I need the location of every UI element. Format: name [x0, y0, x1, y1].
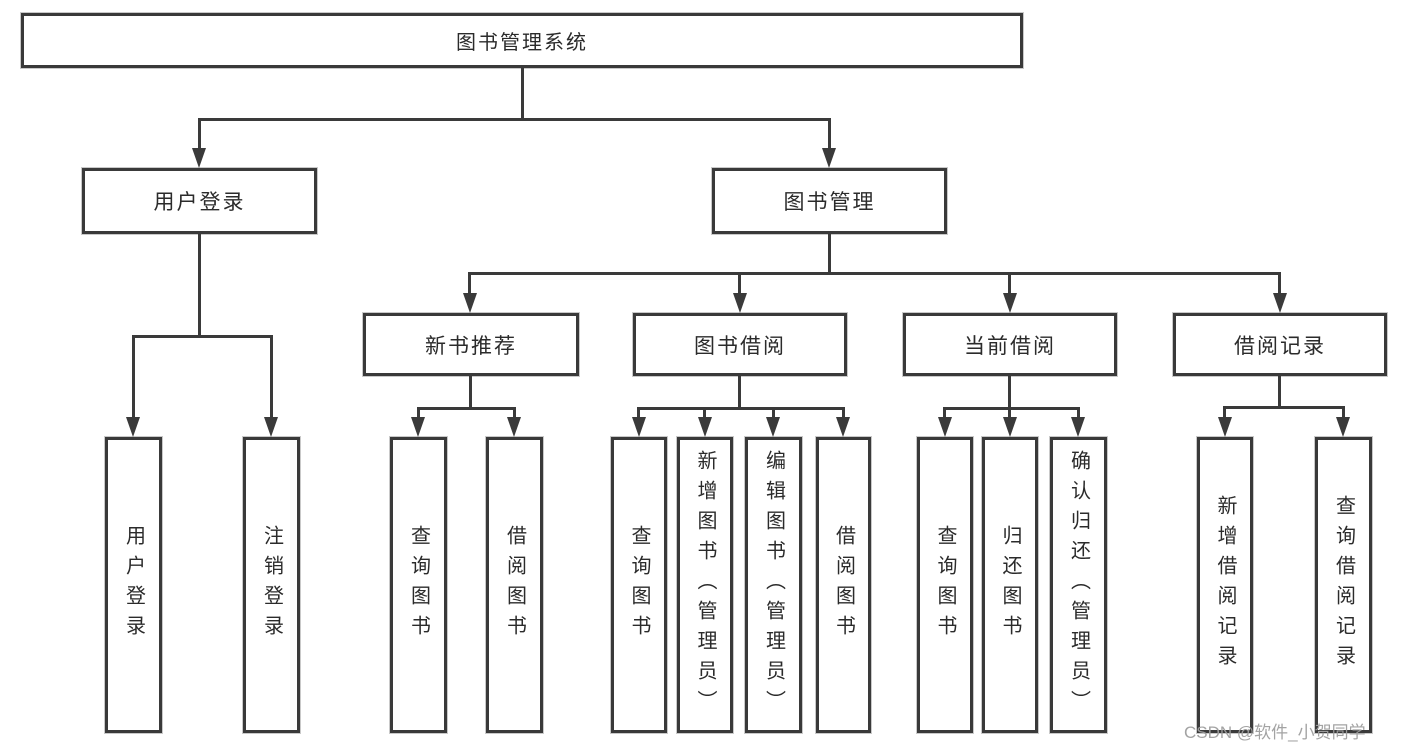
connector-line — [1223, 406, 1345, 409]
connector-line — [1342, 406, 1345, 417]
arrow-down-icon — [192, 148, 206, 168]
connector-line — [1008, 272, 1011, 293]
connector-line — [943, 407, 1079, 410]
node-library-management-system: 图书管理系统 — [21, 13, 1023, 68]
leaf-logout: 注销登录 — [243, 437, 300, 733]
arrow-down-icon — [1003, 417, 1017, 437]
leaf-user-login: 用户登录 — [105, 437, 162, 733]
arrow-down-icon — [411, 417, 425, 437]
connector-line — [828, 118, 831, 148]
node-new-book-recommendation: 新书推荐 — [363, 313, 579, 376]
connector-line — [943, 407, 946, 417]
connector-line — [1077, 407, 1080, 417]
arrow-down-icon — [766, 417, 780, 437]
connector-line — [828, 234, 831, 272]
leaf-borrow-books-2: 借阅图书 — [816, 437, 871, 733]
connector-line — [469, 376, 472, 407]
connector-line — [637, 407, 844, 410]
node-book-management: 图书管理 — [712, 168, 947, 234]
connector-line — [1278, 376, 1281, 406]
leaf-confirm-return-admin: 确认归还（管理员） — [1050, 437, 1107, 733]
leaf-add-book-admin: 新增图书（管理员） — [677, 437, 733, 733]
connector-line — [132, 335, 135, 417]
arrow-down-icon — [264, 417, 278, 437]
arrow-down-icon — [1218, 417, 1232, 437]
leaf-query-books-2: 查询图书 — [611, 437, 667, 733]
arrow-down-icon — [733, 293, 747, 313]
connector-line — [513, 407, 516, 417]
arrow-down-icon — [1003, 293, 1017, 313]
connector-line — [772, 407, 775, 417]
node-book-borrowing: 图书借阅 — [633, 313, 847, 376]
arrow-down-icon — [938, 417, 952, 437]
arrow-down-icon — [126, 417, 140, 437]
connector-line — [738, 272, 741, 293]
leaf-query-borrow-record: 查询借阅记录 — [1315, 437, 1372, 733]
connector-line — [270, 335, 273, 417]
arrow-down-icon — [463, 293, 477, 313]
connector-line — [1278, 272, 1281, 293]
node-user-login: 用户登录 — [82, 168, 317, 234]
connector-line — [1008, 407, 1011, 417]
leaf-borrow-books-1: 借阅图书 — [486, 437, 543, 733]
leaf-add-borrow-record: 新增借阅记录 — [1197, 437, 1253, 733]
connector-line — [468, 272, 471, 293]
connector-line — [198, 118, 831, 121]
arrow-down-icon — [632, 417, 646, 437]
connector-line — [468, 272, 1281, 275]
connector-line — [417, 407, 420, 417]
connector-line — [1008, 376, 1011, 407]
arrow-down-icon — [507, 417, 521, 437]
leaf-query-books-1: 查询图书 — [390, 437, 447, 733]
connector-line — [842, 407, 845, 417]
connector-line — [521, 68, 524, 118]
leaf-edit-book-admin: 编辑图书（管理员） — [745, 437, 802, 733]
connector-line — [417, 407, 516, 410]
leaf-query-books-3: 查询图书 — [917, 437, 973, 733]
leaf-return-books: 归还图书 — [982, 437, 1038, 733]
connector-line — [1223, 406, 1226, 417]
arrow-down-icon — [836, 417, 850, 437]
arrow-down-icon — [1336, 417, 1350, 437]
connector-line — [703, 407, 706, 417]
arrow-down-icon — [822, 148, 836, 168]
connector-line — [198, 118, 201, 148]
arrow-down-icon — [1273, 293, 1287, 313]
node-current-borrowing: 当前借阅 — [903, 313, 1117, 376]
node-borrowing-records: 借阅记录 — [1173, 313, 1387, 376]
arrow-down-icon — [1071, 417, 1085, 437]
connector-line — [198, 234, 201, 335]
arrow-down-icon — [698, 417, 712, 437]
connector-line — [637, 407, 640, 417]
watermark: CSDN @软件_小贺同学 — [1184, 723, 1366, 742]
connector-line — [132, 335, 273, 338]
connector-line — [738, 376, 741, 407]
